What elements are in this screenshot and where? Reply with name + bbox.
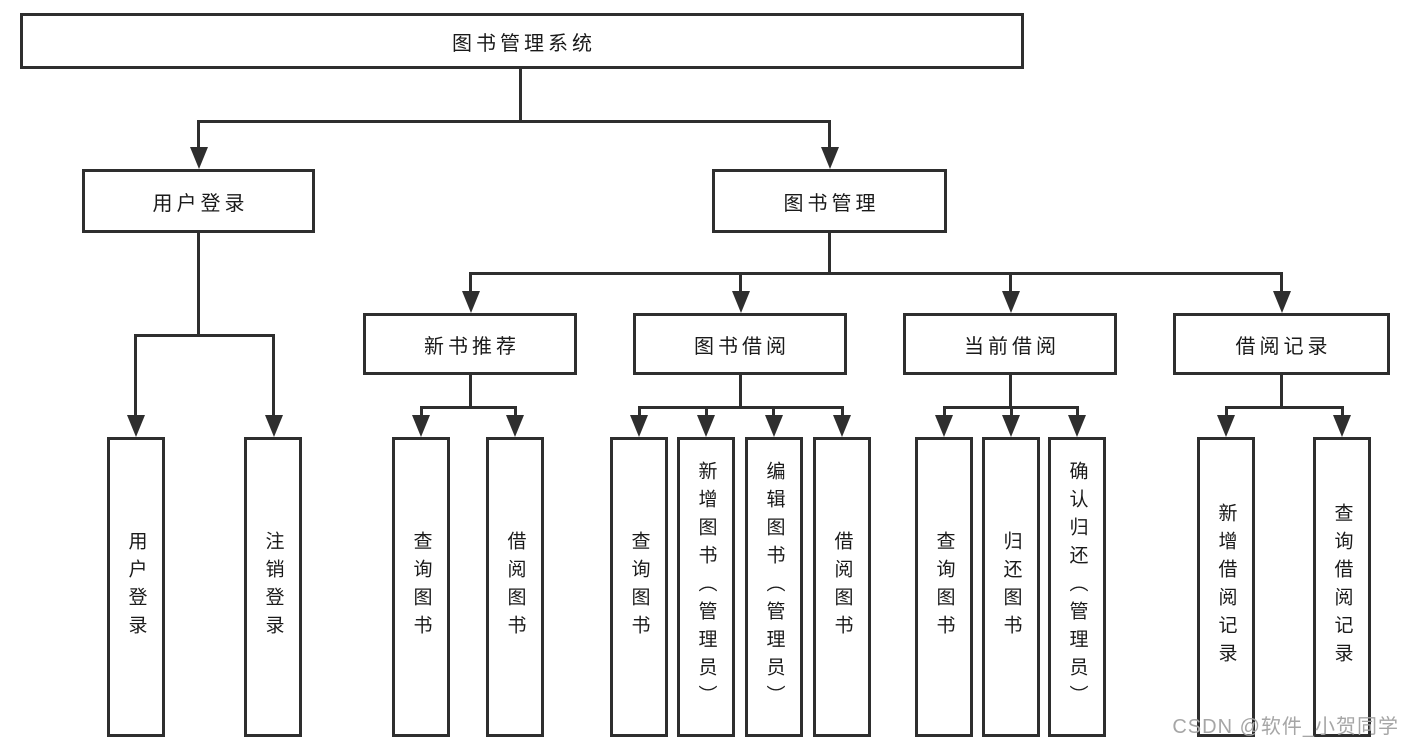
connector-line [1280, 272, 1283, 294]
connector-line [1009, 375, 1012, 408]
arrow-down-icon [1002, 291, 1020, 313]
leaf-add-books-admin: 新增图书（管理员） [677, 437, 735, 737]
leaf-label: 确认归还（管理员） [1066, 461, 1088, 713]
connector-line [197, 120, 831, 123]
connector-line [772, 406, 775, 418]
leaf-label: 新增借阅记录 [1215, 503, 1237, 671]
leaf-add-borrow-record: 新增借阅记录 [1197, 437, 1255, 737]
connector-line [420, 406, 517, 409]
csdn-watermark: CSDN @软件_小贺同学 [1172, 716, 1399, 738]
leaf-label: 编辑图书（管理员） [763, 461, 785, 713]
connector-line [943, 406, 946, 418]
connector-line [841, 406, 844, 418]
node-borrowing-records: 借阅记录 [1173, 313, 1390, 375]
leaf-label: 归还图书 [1000, 531, 1022, 643]
leaf-label: 注销登录 [262, 531, 284, 643]
arrow-down-icon [1068, 415, 1086, 437]
leaf-confirm-return-admin: 确认归还（管理员） [1048, 437, 1106, 737]
connector-line [469, 375, 472, 408]
connector-line [197, 233, 200, 337]
connector-line [519, 69, 522, 121]
leaf-label: 借阅图书 [831, 531, 853, 643]
leaf-label: 查询借阅记录 [1331, 503, 1353, 671]
leaf-borrow-books: 借阅图书 [813, 437, 871, 737]
node-current-borrowing: 当前借阅 [903, 313, 1117, 375]
leaf-query-books-recommend: 查询图书 [392, 437, 450, 737]
leaf-user-login: 用户登录 [107, 437, 165, 737]
arrow-down-icon [462, 291, 480, 313]
connector-line [828, 233, 831, 275]
connector-line [514, 406, 517, 418]
arrow-down-icon [697, 415, 715, 437]
connector-line [134, 334, 137, 418]
leaf-label: 查询图书 [628, 531, 650, 643]
arrow-down-icon [765, 415, 783, 437]
connector-line [1010, 406, 1013, 418]
connector-line [197, 120, 200, 150]
arrow-down-icon [506, 415, 524, 437]
leaf-label: 查询图书 [933, 531, 955, 643]
connector-line [638, 406, 641, 418]
connector-line [272, 334, 275, 418]
connector-line [638, 406, 844, 409]
leaf-edit-books-admin: 编辑图书（管理员） [745, 437, 803, 737]
arrow-down-icon [630, 415, 648, 437]
leaf-query-borrow-record: 查询借阅记录 [1313, 437, 1371, 737]
arrow-down-icon [833, 415, 851, 437]
connector-line [1280, 375, 1283, 408]
leaf-label: 借阅图书 [504, 531, 526, 643]
connector-line [828, 120, 831, 150]
arrow-down-icon [1217, 415, 1235, 437]
arrow-down-icon [1002, 415, 1020, 437]
connector-line [134, 334, 275, 337]
node-book-management: 图书管理 [712, 169, 947, 233]
arrow-down-icon [732, 291, 750, 313]
connector-line [420, 406, 423, 418]
connector-line [739, 272, 742, 294]
connector-line [1076, 406, 1079, 418]
node-book-borrowing: 图书借阅 [633, 313, 847, 375]
connector-line [1225, 406, 1344, 409]
node-user-login: 用户登录 [82, 169, 315, 233]
connector-line [1225, 406, 1228, 418]
arrow-down-icon [821, 147, 839, 169]
leaf-borrow-books-recommend: 借阅图书 [486, 437, 544, 737]
leaf-return-books: 归还图书 [982, 437, 1040, 737]
connector-line [469, 272, 1283, 275]
connector-line [1009, 272, 1012, 294]
arrow-down-icon [412, 415, 430, 437]
connector-line [739, 375, 742, 408]
arrow-down-icon [1333, 415, 1351, 437]
arrow-down-icon [265, 415, 283, 437]
leaf-logout: 注销登录 [244, 437, 302, 737]
arrow-down-icon [127, 415, 145, 437]
leaf-label: 新增图书（管理员） [695, 461, 717, 713]
leaf-query-books-borrow: 查询图书 [610, 437, 668, 737]
node-root-library-system: 图书管理系统 [20, 13, 1024, 69]
leaf-label: 用户登录 [125, 531, 147, 643]
arrow-down-icon [1273, 291, 1291, 313]
arrow-down-icon [190, 147, 208, 169]
leaf-query-books-current: 查询图书 [915, 437, 973, 737]
leaf-label: 查询图书 [410, 531, 432, 643]
connector-line [1341, 406, 1344, 418]
node-new-book-recommend: 新书推荐 [363, 313, 577, 375]
arrow-down-icon [935, 415, 953, 437]
connector-line [705, 406, 708, 418]
connector-line [469, 272, 472, 294]
